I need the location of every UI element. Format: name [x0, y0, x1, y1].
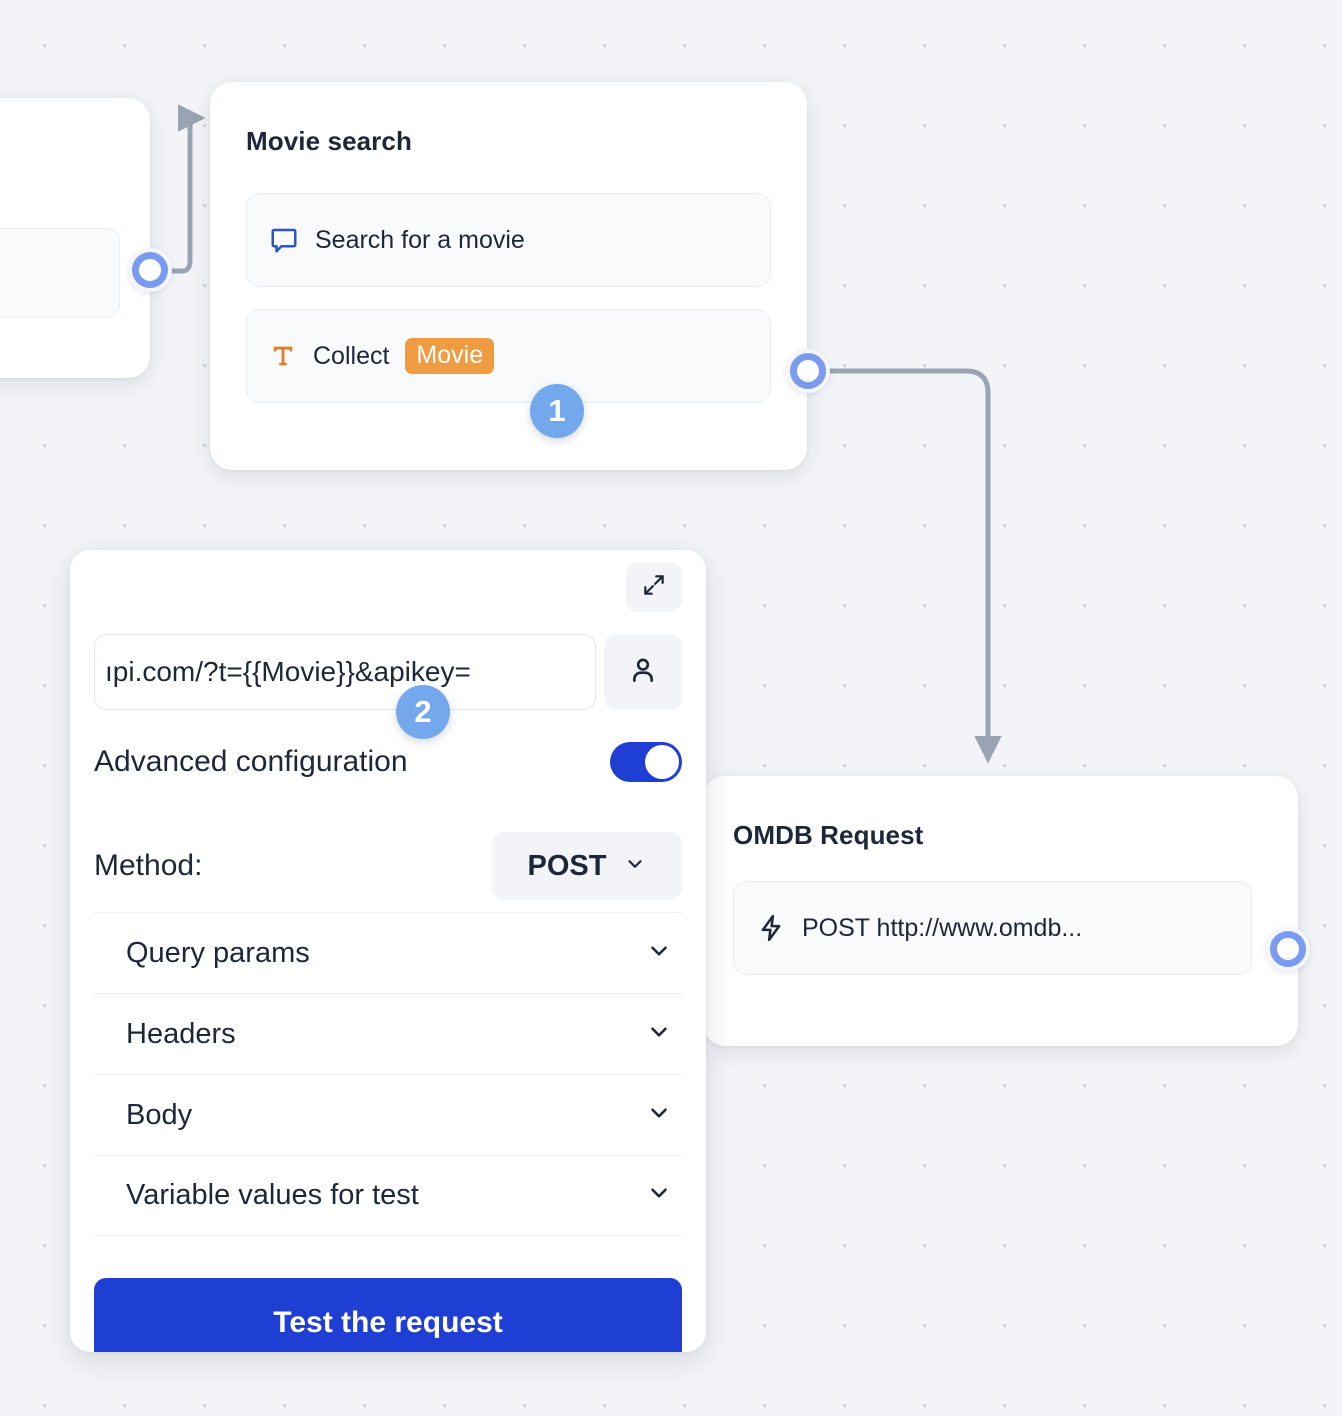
section-label: Variable values for test — [126, 1179, 419, 1211]
method-label: Method: — [94, 849, 203, 882]
node-row-search-for-a-movie[interactable]: Search for a movie — [246, 193, 771, 287]
section-label: Query params — [126, 936, 310, 969]
node-omdb-request-title: OMDB Request — [733, 820, 924, 850]
auth-button[interactable] — [604, 634, 682, 710]
connection-handle-partial-output[interactable] — [128, 248, 172, 292]
chevron-down-icon — [646, 1180, 672, 1211]
node-omdb-request[interactable]: OMDB Request POST http://www.omdb... — [692, 776, 1298, 1046]
advanced-configuration-label: Advanced configuration — [94, 745, 408, 778]
url-input[interactable]: ıpi.com/?t={{Movie}}&apikey= — [94, 634, 596, 710]
connection-handle-movie-search-output[interactable] — [786, 349, 830, 393]
text-type-icon — [269, 342, 297, 370]
expand-button[interactable] — [626, 562, 682, 612]
partial-node-row[interactable] — [0, 228, 120, 318]
node-movie-search[interactable]: Movie search Search for a movie Collect … — [210, 82, 807, 470]
lightning-bolt-icon — [756, 913, 786, 943]
node-row-label: Search for a movie — [315, 225, 525, 254]
step-badge-2: 2 — [396, 685, 450, 739]
section-label: Body — [126, 1098, 193, 1131]
section-label: Headers — [126, 1017, 236, 1050]
partial-node-left[interactable] — [0, 98, 150, 378]
method-row: Method: POST — [94, 832, 682, 900]
section-variable-values-for-test[interactable]: Variable values for test — [94, 1155, 682, 1236]
node-row-collect-movie[interactable]: Collect Movie — [246, 309, 771, 403]
section-body[interactable]: Body — [94, 1074, 682, 1155]
chevron-down-icon — [646, 938, 672, 969]
chevron-down-icon — [646, 1019, 672, 1050]
test-the-request-button[interactable]: Test the request — [94, 1278, 682, 1352]
variable-chip-movie[interactable]: Movie — [405, 337, 495, 375]
request-config-panel[interactable]: ıpi.com/?t={{Movie}}&apikey= Advanced co… — [70, 550, 706, 1352]
chevron-down-icon — [624, 853, 646, 880]
node-movie-search-title: Movie search — [246, 126, 412, 156]
advanced-configuration-toggle[interactable] — [610, 742, 682, 782]
config-sections: Query params Headers Body — [94, 912, 682, 1236]
node-row-label: POST http://www.omdb... — [802, 913, 1083, 942]
expand-diagonal-icon — [641, 572, 667, 603]
method-select[interactable]: POST — [492, 832, 682, 900]
connection-handle-omdb-output[interactable] — [1266, 927, 1310, 971]
url-row: ıpi.com/?t={{Movie}}&apikey= — [94, 634, 682, 710]
person-icon — [627, 654, 659, 691]
node-row-label: Collect — [313, 341, 390, 370]
method-value: POST — [527, 849, 607, 882]
url-input-value: ıpi.com/?t={{Movie}}&apikey= — [105, 656, 471, 687]
section-query-params[interactable]: Query params — [94, 912, 682, 993]
message-bubble-icon — [269, 225, 299, 255]
step-badge-1: 1 — [530, 384, 584, 438]
chevron-down-icon — [646, 1100, 672, 1131]
node-row-post-request[interactable]: POST http://www.omdb... — [733, 881, 1252, 975]
advanced-configuration-row: Advanced configuration — [94, 742, 682, 782]
section-headers[interactable]: Headers — [94, 993, 682, 1074]
